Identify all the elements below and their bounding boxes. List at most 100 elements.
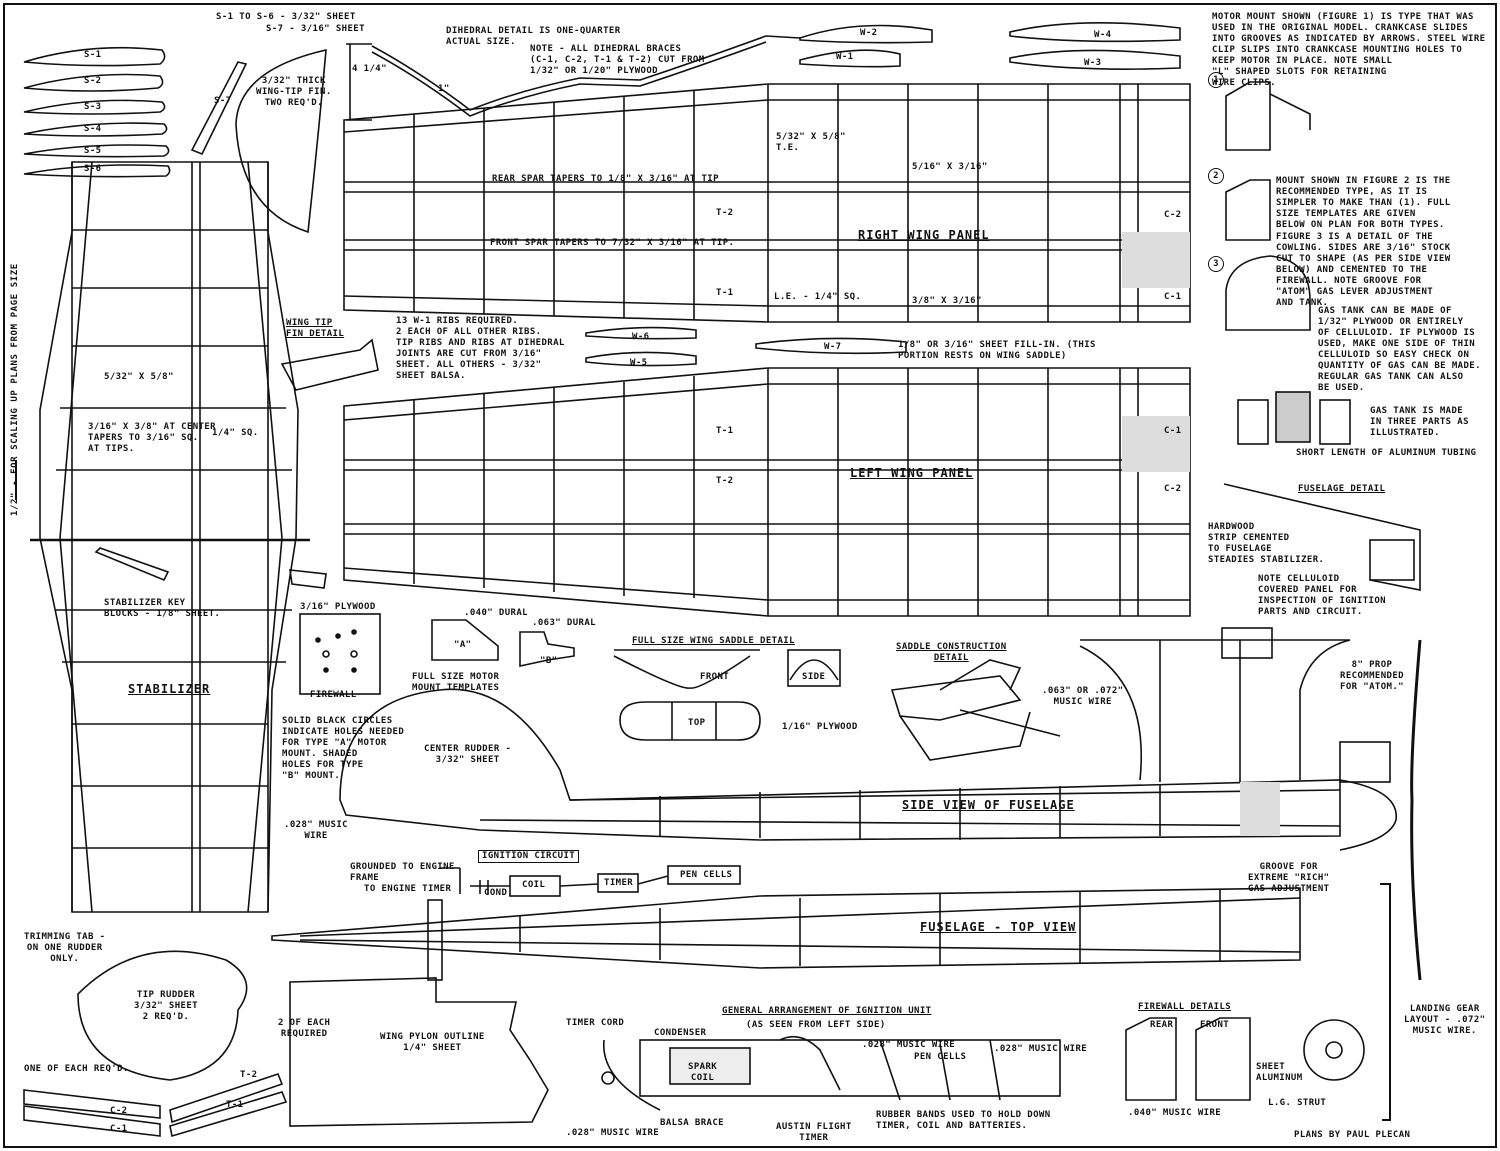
dim-1: 1" <box>438 84 450 94</box>
condenser-label: COND. <box>484 888 514 898</box>
trailing-edge-note: 5/32" X 5/8" T.E. <box>776 132 846 153</box>
firewall-plywood-note: 3/16" PLYWOOD <box>300 602 376 612</box>
grounded-note: GROUNDED TO ENGINE FRAME <box>350 862 455 883</box>
general-arrangement-title: GENERAL ARRANGEMENT OF IGNITION UNIT <box>722 1006 932 1016</box>
wingtip-fin-outline <box>235 48 327 234</box>
part-w7-label: W-7 <box>824 342 842 352</box>
scale-note: 1/2" - FOR SCALING UP PLANS FROM PAGE SI… <box>10 263 20 516</box>
pylon-note: WING PYLON OUTLINE 1/4" SHEET <box>380 1032 485 1053</box>
stab-sq-note: 1/4" SQ. <box>212 428 259 438</box>
landing-gear-drawing <box>1303 883 1391 1121</box>
template-b-label: "B" <box>540 656 558 666</box>
part-s3-label: S-3 <box>84 102 102 112</box>
part-s6-label: S-6 <box>84 164 102 174</box>
part-s7-label: S-7 <box>214 96 232 106</box>
tip-rudder-outline <box>77 950 248 1081</box>
firewall-details-title: FIREWALL DETAILS <box>1138 1002 1232 1012</box>
part-w3-label: W-3 <box>1084 58 1102 68</box>
saddle-construction-detail <box>890 659 1061 761</box>
two-each-note: 2 OF EACH REQUIRED <box>278 1018 331 1039</box>
timer-label: TIMER <box>604 878 634 888</box>
celluloid-panel-note: NOTE CELLULOID COVERED PANEL FOR INSPECT… <box>1258 574 1387 617</box>
figure-2-badge: 2 <box>1208 168 1224 184</box>
part-w6-label: W-6 <box>632 332 650 342</box>
part-w2-label: W-2 <box>860 28 878 38</box>
part-c1-upper-label: C-1 <box>1164 292 1182 302</box>
motor-mount-figures <box>1223 81 1421 591</box>
motor-mount-note-2: MOUNT SHOWN IN FIGURE 2 IS THE RECOMMEND… <box>1276 176 1451 230</box>
part-w5-label: W-5 <box>630 358 648 368</box>
gas-tank-note: GAS TANK CAN BE MADE OF 1/32" PLYWOOD OR… <box>1318 306 1481 393</box>
figure-1-badge: 1 <box>1208 72 1224 88</box>
timer-cord-note: TIMER CORD <box>566 1018 625 1028</box>
music-wire-063-note: .063" OR .072" MUSIC WIRE <box>1042 686 1124 707</box>
pen-cells-label: PEN CELLS <box>680 870 733 880</box>
coil-label: COIL <box>522 880 546 890</box>
left-wing-panel-drawing <box>343 367 1191 617</box>
wing-ribs-top <box>585 22 1181 367</box>
ignition-unit-arrangement <box>601 1035 1061 1111</box>
fuselage-top-view-drawing <box>271 887 1301 981</box>
firewall-details-drawing <box>1125 1017 1251 1101</box>
landing-gear-note: LANDING GEAR LAYOUT - .072" MUSIC WIRE. <box>1404 1004 1486 1036</box>
ignition-circuit-title: IGNITION CIRCUIT <box>478 850 580 863</box>
figure-3-note: FIGURE 3 IS A DETAIL OF THE COWLING. SID… <box>1276 232 1451 308</box>
solid-circles-note: SOLID BLACK CIRCLES INDICATE HOLES NEEDE… <box>282 716 405 781</box>
mount-templates-note: FULL SIZE MOTOR MOUNT TEMPLATES <box>412 672 500 693</box>
wing-tip-fin-title: WING TIP FIN DETAIL <box>286 318 345 339</box>
pen-cells-2-note: PEN CELLS <box>914 1052 967 1062</box>
motor-mount-templates <box>431 619 575 667</box>
part-s5-label: S-5 <box>84 146 102 156</box>
firewall-front-label: FRONT <box>1200 1020 1230 1030</box>
part-c2-brace-label: C-2 <box>110 1106 128 1116</box>
plans-by-credit: PLANS BY PAUL PLECAN <box>1294 1130 1411 1140</box>
lg-strut-note: L.G. STRUT <box>1268 1098 1327 1108</box>
dihedral-brace-parts <box>23 1073 288 1138</box>
top-view-title: FUSELAGE - TOP VIEW <box>920 920 1077 934</box>
ignition-circuit-drawing <box>440 865 741 897</box>
part-t2-brace-label: T-2 <box>240 1070 258 1080</box>
wing-saddle-title: FULL SIZE WING SADDLE DETAIL <box>632 636 795 646</box>
leading-edge-note: L.E. - 1/4" SQ. <box>774 292 862 302</box>
figure-3-badge: 3 <box>1208 256 1224 272</box>
music-wire-028b-note: .028" MUSIC WIRE <box>862 1040 956 1050</box>
part-c2-lower-label: C-2 <box>1164 484 1182 494</box>
dim-4-1-4: 4 1/4" <box>352 64 387 74</box>
rear-spar-note: REAR SPAR TAPERS TO 1/8" X 3/16" AT TIP <box>492 174 719 184</box>
firewall-title: FIREWALL <box>310 690 357 700</box>
sheet-aluminum-note: SHEET ALUMINUM <box>1256 1062 1303 1083</box>
wing-saddle-detail <box>613 649 841 741</box>
wing-pylon-outline <box>289 977 549 1127</box>
part-s1-label: S-1 <box>84 50 102 60</box>
fill-in-note: 1/8" OR 3/16" SHEET FILL-IN. (THIS PORTI… <box>898 340 1096 361</box>
part-c2-upper-label: C-2 <box>1164 210 1182 220</box>
austin-timer-note: AUSTIN FLIGHT TIMER <box>776 1122 852 1143</box>
part-w1-label: W-1 <box>836 52 854 62</box>
stabilizer-ribs-group <box>23 46 248 178</box>
general-arrangement-subtitle: (AS SEEN FROM LEFT SIDE) <box>746 1020 886 1030</box>
stab-le-note: 5/32" X 5/8" <box>104 372 174 382</box>
left-wing-panel-title: LEFT WING PANEL <box>850 466 974 480</box>
fuselage-detail-title: FUSELAGE DETAIL <box>1298 484 1386 494</box>
s-sheet-note-2: S-7 - 3/16" SHEET <box>266 24 365 34</box>
music-wire-028d-note: .028" MUSIC WIRE <box>566 1128 660 1138</box>
center-rudder-note: CENTER RUDDER - 3/32" SHEET <box>424 744 512 765</box>
wingtip-fin-note: 3/32" THICK WING-TIP FIN. TWO REQ'D. <box>256 76 332 108</box>
fuselage-side-view-drawing <box>339 627 1422 981</box>
part-s4-label: S-4 <box>84 124 102 134</box>
spark-coil-note: SPARK COIL <box>688 1062 718 1083</box>
tip-rudder-note: TIP RUDDER 3/32" SHEET 2 REQ'D. <box>134 990 199 1022</box>
gas-tank-parts-note: GAS TANK IS MADE IN THREE PARTS AS ILLUS… <box>1370 406 1469 438</box>
part-s2-label: S-2 <box>84 76 102 86</box>
stabilizer-title: STABILIZER <box>128 682 211 696</box>
to-engine-timer-note: TO ENGINE TIMER <box>364 884 452 894</box>
stabilizer-outline <box>30 161 327 913</box>
dihedral-braces-note: NOTE - ALL DIHEDRAL BRACES (C-1, C-2, T-… <box>530 44 705 76</box>
part-t1-lower-label: T-1 <box>716 426 734 436</box>
saddle-top-label: TOP <box>688 718 706 728</box>
ribs-note: 13 W-1 RIBS REQUIRED. 2 EACH OF ALL OTHE… <box>396 316 565 381</box>
one-each-note: ONE OF EACH REQ'D. <box>24 1064 129 1074</box>
part-t1-brace-label: T-1 <box>226 1100 244 1110</box>
